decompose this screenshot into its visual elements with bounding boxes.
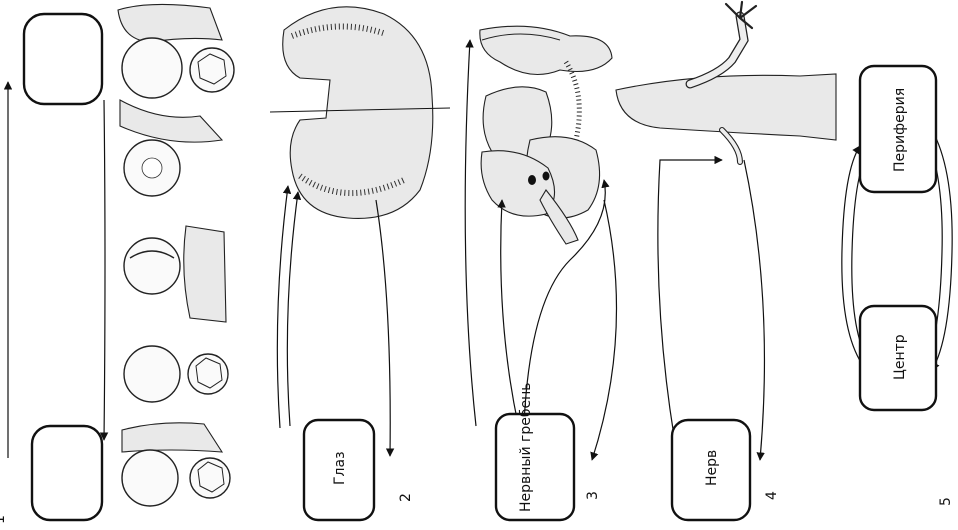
periphery-box-label: Периферия <box>892 88 908 172</box>
panel-1-top-box <box>24 14 102 104</box>
panel-3-number: 3 <box>585 491 601 500</box>
panel-2-loop-line <box>376 200 390 456</box>
eye-cup-illustration <box>283 7 433 219</box>
panel-4-box-label: Нерв <box>704 450 720 486</box>
panel-5-number: 5 <box>938 497 954 506</box>
cell-sequence-illustration <box>118 4 234 506</box>
panel-3-box-label: Нервный гребень <box>518 382 534 512</box>
panel-3-loop-line <box>501 200 518 424</box>
panel-4-loop-line <box>744 160 764 460</box>
panel-1-loop-line <box>104 100 105 440</box>
panel-5: Периферия Центр 5 <box>842 66 954 506</box>
panel-2-loop-line <box>287 192 298 426</box>
panel-3-loop-line <box>592 200 617 460</box>
panel-2-number: 2 <box>398 493 414 502</box>
panel-2-box-label: Глаз <box>332 451 348 485</box>
panel-2-loop-line <box>277 186 288 428</box>
panel-4-number: 4 <box>764 491 780 500</box>
panel-1-number: 1 <box>0 515 8 524</box>
embryo-section-illustration <box>480 26 612 244</box>
panel-1-bottom-box <box>32 426 102 520</box>
panel-4: Нерв 4 <box>616 2 836 520</box>
panel-3-box <box>496 414 574 520</box>
panel-2: Глаз 2 <box>270 7 450 520</box>
panel-3-loop-line <box>465 40 476 426</box>
panel-1: 1 <box>0 4 234 524</box>
center-box-label: Центр <box>892 334 908 380</box>
panel-3: Нервный гребень 3 <box>465 26 616 520</box>
limb-illustration <box>616 2 836 162</box>
panel-4-loop-line <box>658 160 722 436</box>
